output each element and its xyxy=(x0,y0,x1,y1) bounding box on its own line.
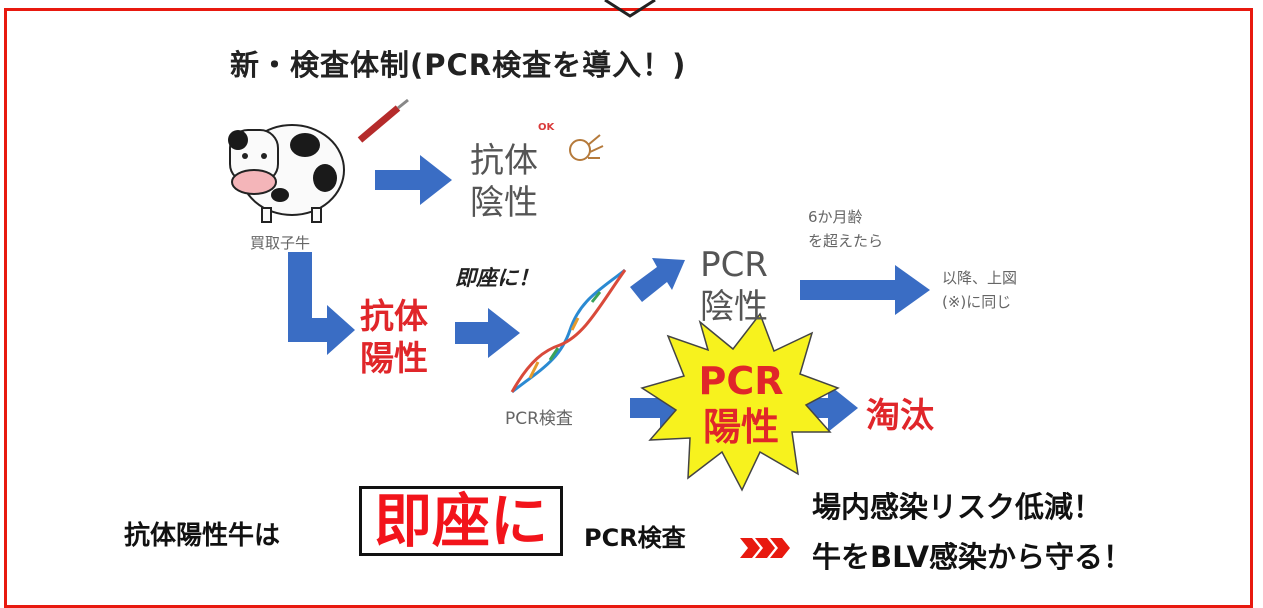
arrow-to-pcr-negative xyxy=(630,258,685,302)
arrow-to-negative xyxy=(375,155,452,205)
arrow-to-thereafter xyxy=(800,265,930,315)
ok-badge: OK xyxy=(538,122,555,133)
bottom-prefix: 抗体陽性牛は xyxy=(124,521,281,551)
starburst-shape xyxy=(640,312,840,492)
calf-label: 買取子牛 xyxy=(250,234,311,252)
bottom-result: 場内感染リスク低減！ 牛をBLV感染から守る！ xyxy=(812,490,1133,574)
ok-hand-icon xyxy=(569,134,604,161)
arrow-l-shape xyxy=(288,252,355,355)
arrow-to-culling xyxy=(800,384,858,432)
arrow-to-dna xyxy=(455,308,520,358)
pcr-positive-label: PCR 陽性 xyxy=(698,359,784,449)
top-chevron-icon xyxy=(604,0,656,18)
syringe-illustration xyxy=(357,98,409,143)
bottom-pcr-label: PCR検査 xyxy=(584,524,686,552)
pcr-test-label: PCR検査 xyxy=(505,409,573,429)
thereafter-label: 以降、上図 (※)に同じ xyxy=(942,269,1018,311)
triple-chevron-icon xyxy=(740,538,790,558)
pcr-negative-label: PCR 陰性 xyxy=(700,245,768,327)
immediately-box: 即座に xyxy=(359,486,564,556)
culling-label: 淘汰 xyxy=(866,396,934,436)
antibody-positive-label: 抗体 陽性 xyxy=(360,297,428,379)
dna-helix-illustration xyxy=(510,268,627,394)
antibody-negative-label: 抗体 陰性 xyxy=(470,141,538,223)
immediately-label: 即座に！ xyxy=(455,266,539,290)
page-title: 新・検査体制(PCR検査を導入！) xyxy=(230,48,687,82)
six-months-label: 6か月齢 を超えたら xyxy=(808,208,884,250)
cow-illustration xyxy=(228,124,345,223)
